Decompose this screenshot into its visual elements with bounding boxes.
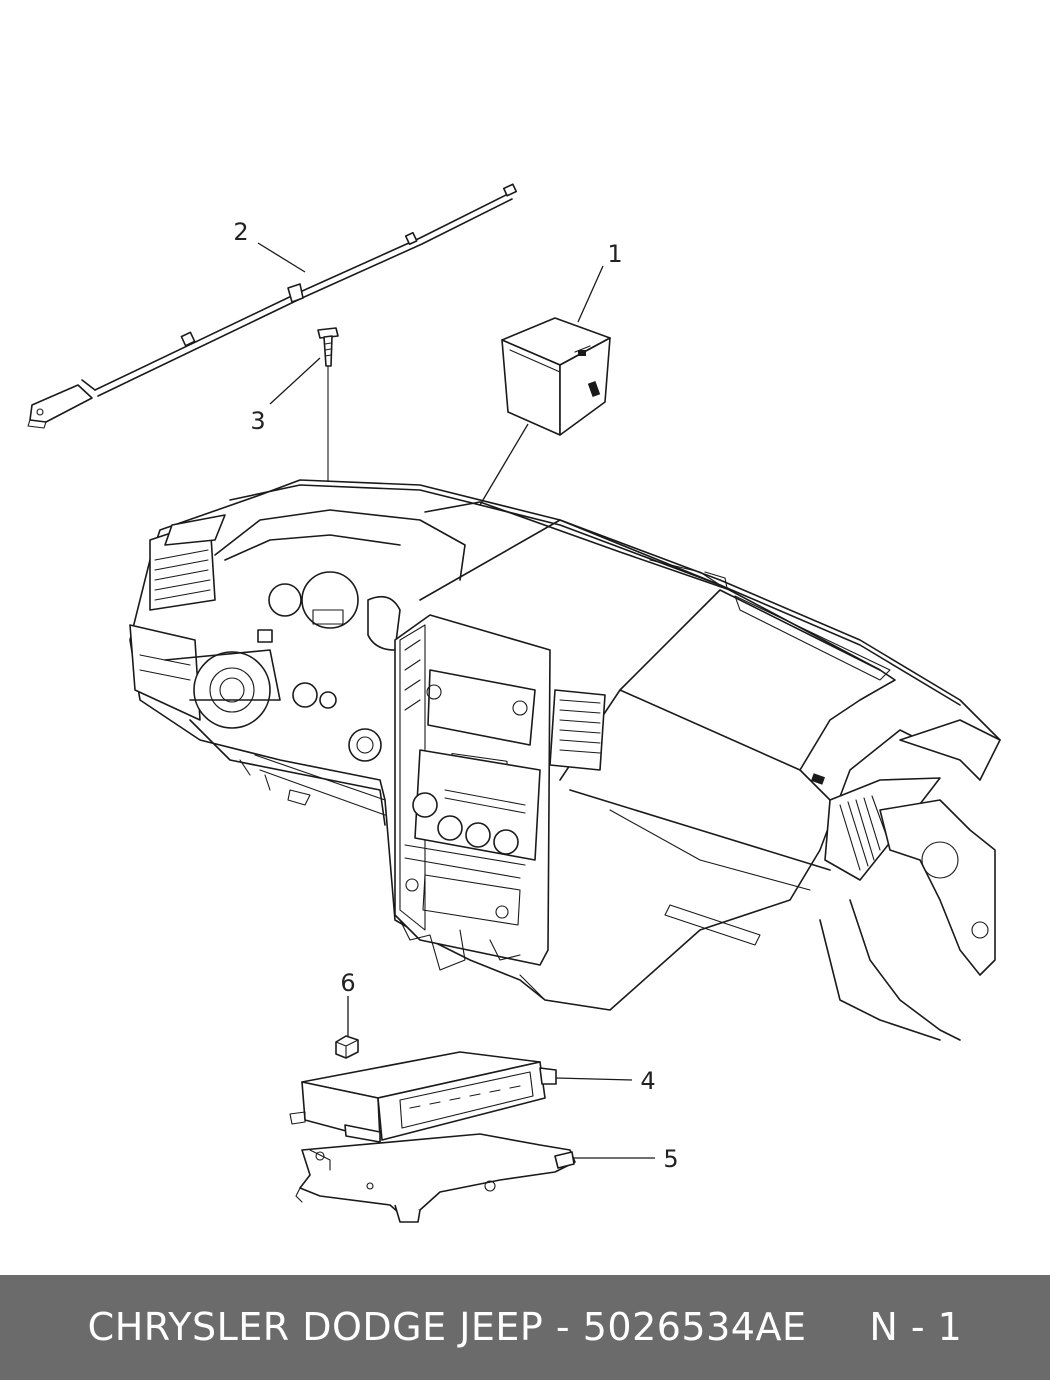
nut-part [335,1035,359,1059]
callout-1: 1 [607,240,622,268]
bracket-plate-part [295,1133,576,1223]
antenna-cable-part [27,183,518,429]
callout-3: 3 [250,407,265,435]
control-module-part [289,1051,557,1143]
instrument-panel [129,479,1001,1041]
callout-4: 4 [640,1067,655,1095]
callout-6: 6 [340,969,355,997]
leader-lines [257,242,655,1159]
footer-bar: CHRYSLER DODGE JEEP - 5026534AE N - 1 [0,1275,1050,1380]
callout-5: 5 [663,1145,678,1173]
callout-2: 2 [233,218,248,246]
footer-part-number: CHRYSLER DODGE JEEP - 5026534AE N - 1 [87,1305,963,1349]
module-box-part [501,317,611,436]
parts-diagram: 1 2 3 4 5 6 [27,183,1001,1223]
